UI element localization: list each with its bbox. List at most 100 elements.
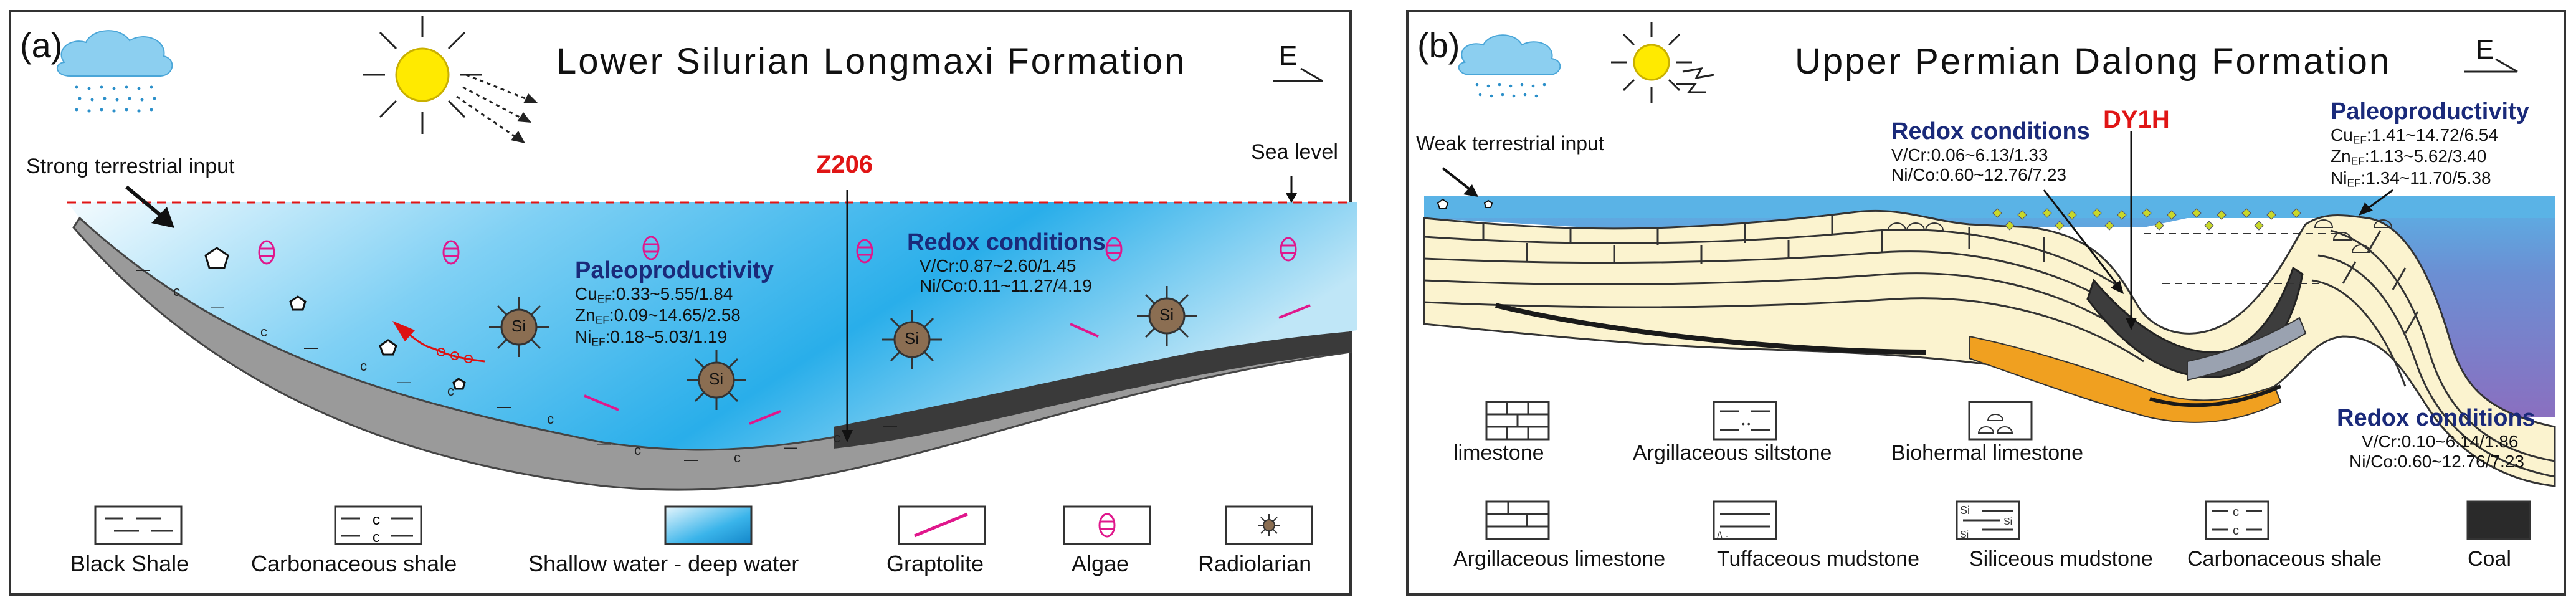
well-z206-label: Z206 — [816, 151, 873, 178]
panel-a-label: (a) — [20, 26, 63, 65]
paleo-a-cu: CuEF:0.33~5.55/1.84 — [575, 284, 733, 305]
grey-band — [2187, 317, 2307, 381]
svg-text:—: — — [397, 374, 411, 389]
paleo-a-title: Paleoproductivity — [575, 257, 774, 283]
panel-b-label: (b) — [1417, 26, 1460, 65]
legend-symbol-glyphs-b: • • /\ - Si Si Si c c — [1717, 414, 2239, 541]
panel-a-illustration: —c— c—c —c— c—c —c— c— — [57, 16, 1357, 546]
algae-markers — [258, 236, 1297, 265]
svg-text:c: c — [360, 358, 367, 374]
compass-east-icon — [1273, 67, 1323, 82]
cloud-icon-b — [1458, 34, 1561, 98]
black-shale-band — [834, 331, 1351, 449]
redox-b-top-vcr: V/Cr:0.06~6.13/1.33 — [1891, 145, 2048, 164]
paleoproductivity-a: Paleoproductivity CuEF:0.33~5.55/1.84 Zn… — [575, 257, 774, 348]
legend-carbonaceous-shale: Carbonaceous shale — [251, 551, 457, 576]
legend-argillaceous-limestone: Argillaceous limestone — [1453, 547, 1666, 571]
tuff-band — [1969, 335, 2282, 423]
graptolite-markers — [584, 304, 1311, 425]
terrestrial-arrow — [125, 185, 165, 220]
legend-graptolite: Graptolite — [886, 551, 984, 576]
sea-level-label: Sea level — [1251, 140, 1338, 164]
legend-symbols-a: c c — [94, 505, 1313, 546]
paleo-a-zn: ZnEF:0.09~14.65/2.58 — [575, 305, 741, 326]
legend-carbonaceous-shale-b: Carbonaceous shale — [2187, 547, 2382, 571]
legend-black-shale: Black Shale — [70, 551, 189, 576]
panel-b-illustration: • • /\ - Si Si Si c c — [1423, 22, 2556, 541]
plankton-markers — [1992, 208, 2301, 231]
svg-text:c: c — [634, 442, 641, 458]
svg-text:/\ -: /\ - — [1717, 531, 1729, 541]
curl-arrow — [409, 334, 485, 363]
panel-a: —c— c—c —c— c—c —c— c— — [9, 10, 1357, 596]
redox-a: Redox conditions V/Cr:0.87~2.60/1.45 Ni/… — [907, 229, 1106, 296]
redox-b-bottom-vcr: V/Cr:0.10~6.14/1.86 — [2362, 432, 2519, 451]
pentagon-marker-b1 — [1437, 198, 1449, 209]
compass-east-icon-b — [2464, 58, 2518, 73]
svg-text:c: c — [2233, 524, 2239, 538]
well-dy1h-label: DY1H — [2103, 106, 2170, 133]
svg-text:—: — — [684, 452, 698, 467]
svg-text:—: — — [304, 340, 318, 355]
svg-text:Si: Si — [1960, 504, 1970, 517]
bioherm-markers — [1887, 219, 2393, 253]
radiolarian-markers — [489, 286, 1197, 410]
legend-tuffaceous-mudstone: Tuffaceous mudstone — [1717, 547, 1920, 571]
limestone-brick-ticks — [1482, 215, 2419, 334]
legend-biohermal-limestone: Biohermal limestone — [1891, 441, 2084, 465]
redox-b-top: Redox conditions V/Cr:0.06~6.13/1.33 Ni/… — [1891, 118, 2090, 185]
legend-coal: Coal — [2468, 547, 2511, 571]
paleo-a-ni: NiEF:0.18~5.03/1.19 — [575, 326, 728, 348]
coal-layer-1 — [1495, 303, 1926, 355]
legend-siliceous-mudstone: Siliceous mudstone — [1969, 547, 2153, 571]
sun-icon-b — [1611, 22, 1692, 103]
paleo-b-title: Paleoproductivity — [2331, 98, 2529, 125]
si-label-4: Si — [1159, 305, 1174, 324]
terrestrial-input-label-b: Weak terrestrial input — [1416, 132, 1604, 155]
si-label-2: Si — [709, 369, 724, 388]
redox-a-nico: Ni/Co:0.11~11.27/4.19 — [920, 276, 1092, 295]
legend-shallow-deep-water: Shallow water - deep water — [528, 551, 799, 576]
paleo-b-ni: NiEF:1.34~11.70/5.38 — [2331, 168, 2491, 189]
redox-b-top-title: Redox conditions — [1891, 118, 2090, 145]
si-label-3: Si — [905, 329, 920, 348]
sea-level-arrow — [1286, 193, 1297, 203]
svg-text:c: c — [447, 383, 454, 399]
svg-text:c: c — [373, 512, 380, 528]
svg-text:c: c — [734, 450, 741, 465]
redox-b-bottom: Redox conditions V/Cr:0.10~6.14/1.86 Ni/… — [2337, 405, 2536, 472]
svg-text:—: — — [784, 439, 797, 455]
svg-text:c: c — [834, 430, 840, 445]
paleo-b-zn: ZnEF:1.13~5.62/3.40 — [2331, 146, 2487, 168]
si-label-1: Si — [511, 317, 526, 335]
redox-b-bottom-nico: Ni/Co:0.60~12.76/7.23 — [2349, 452, 2524, 471]
sea-water — [1424, 196, 2555, 417]
svg-text:c: c — [373, 529, 380, 546]
pentagon-markers — [204, 247, 466, 390]
compass-a-label: E — [1279, 40, 1298, 71]
svg-text:c: c — [260, 324, 267, 340]
legend-algae: Algae — [1072, 551, 1129, 576]
svg-text:—: — — [136, 262, 150, 277]
svg-text:—: — — [883, 417, 897, 433]
svg-text:c: c — [173, 283, 180, 299]
redox-a-title: Redox conditions — [907, 229, 1106, 255]
svg-text:—: — — [211, 299, 224, 315]
pentagon-marker-b2 — [1483, 199, 1493, 208]
cloud-icon — [57, 30, 173, 113]
legend-argillaceous-siltstone: Argillaceous siltstone — [1633, 441, 1832, 465]
compass-b-label: E — [2476, 34, 2494, 65]
svg-text:c: c — [2233, 505, 2239, 519]
sun-rays-arrows — [456, 74, 529, 138]
panel-b: • • /\ - Si Si Si c c (b) Upper Permian … — [1406, 10, 2566, 596]
redox-b-top-nico: Ni/Co:0.60~12.76/7.23 — [1891, 165, 2066, 184]
carbonaceous-shale-band — [72, 216, 1352, 491]
legend-limestone: limestone — [1453, 441, 1544, 465]
shale-markers: —c— c—c —c— c—c —c— c— — [136, 262, 897, 467]
svg-text:Si: Si — [1960, 530, 1969, 540]
legend-symbols-b — [1485, 401, 2531, 540]
redox-b-bottom-title: Redox conditions — [2337, 405, 2536, 431]
svg-text:—: — — [597, 436, 611, 452]
paleoproductivity-b: Paleoproductivity CuEF:1.41~14.72/6.54 Z… — [2331, 98, 2529, 189]
svg-text:• •: • • — [1742, 419, 1751, 429]
